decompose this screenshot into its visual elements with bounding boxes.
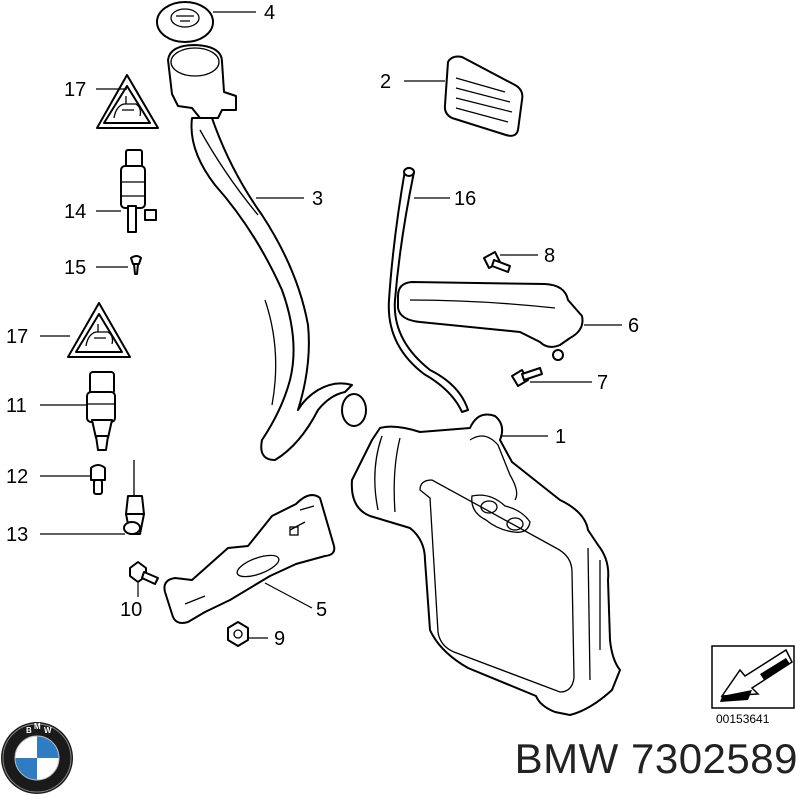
callout-1: 1 (555, 426, 566, 448)
reservoir-bracket (397, 281, 584, 361)
svg-text:W: W (44, 726, 52, 735)
callout-8: 8 (544, 245, 555, 267)
warning-label-lower (67, 302, 131, 358)
callout-11: 11 (6, 395, 27, 417)
level-sensor-13 (123, 460, 145, 535)
nut-9 (227, 621, 249, 647)
washer-pump-14 (120, 149, 157, 233)
callout-17-lower: 17 (6, 326, 28, 348)
callout-12: 12 (6, 466, 28, 488)
callout-7: 7 (597, 372, 608, 394)
callout-15: 15 (64, 257, 86, 279)
warning-label-top (96, 74, 159, 129)
callout-16: 16 (454, 188, 476, 210)
callout-10: 10 (120, 599, 142, 621)
part-number-caption: BMW 7302589 (514, 735, 798, 782)
callout-4: 4 (264, 2, 275, 24)
mounting-bracket (163, 494, 336, 624)
callout-2: 2 (380, 71, 391, 93)
vent-hose (387, 166, 469, 413)
svg-text:B: B (26, 726, 32, 735)
bmw-logo: B M W (1, 722, 73, 794)
bolt-10 (129, 561, 159, 585)
callout-13: 13 (6, 524, 28, 546)
leader-lines (40, 11, 622, 639)
grommet-12 (90, 464, 106, 495)
callout-9: 9 (274, 628, 285, 650)
direction-indicator (711, 645, 795, 709)
filler-neck-hose (167, 44, 367, 461)
washer-pump-11 (86, 371, 116, 451)
bolt-8 (483, 251, 511, 273)
svg-text:M: M (34, 722, 41, 731)
callout-14: 14 (64, 201, 86, 223)
bolt-7 (511, 367, 543, 387)
screw-15 (130, 255, 142, 275)
washer-reservoir (350, 413, 621, 716)
reference-number: 00153641 (716, 712, 770, 726)
callout-6: 6 (628, 315, 639, 337)
callout-3: 3 (312, 188, 323, 210)
callout-5: 5 (316, 599, 327, 621)
filler-cap (156, 1, 214, 43)
label-plate (443, 55, 524, 137)
callout-17-top: 17 (64, 79, 86, 101)
